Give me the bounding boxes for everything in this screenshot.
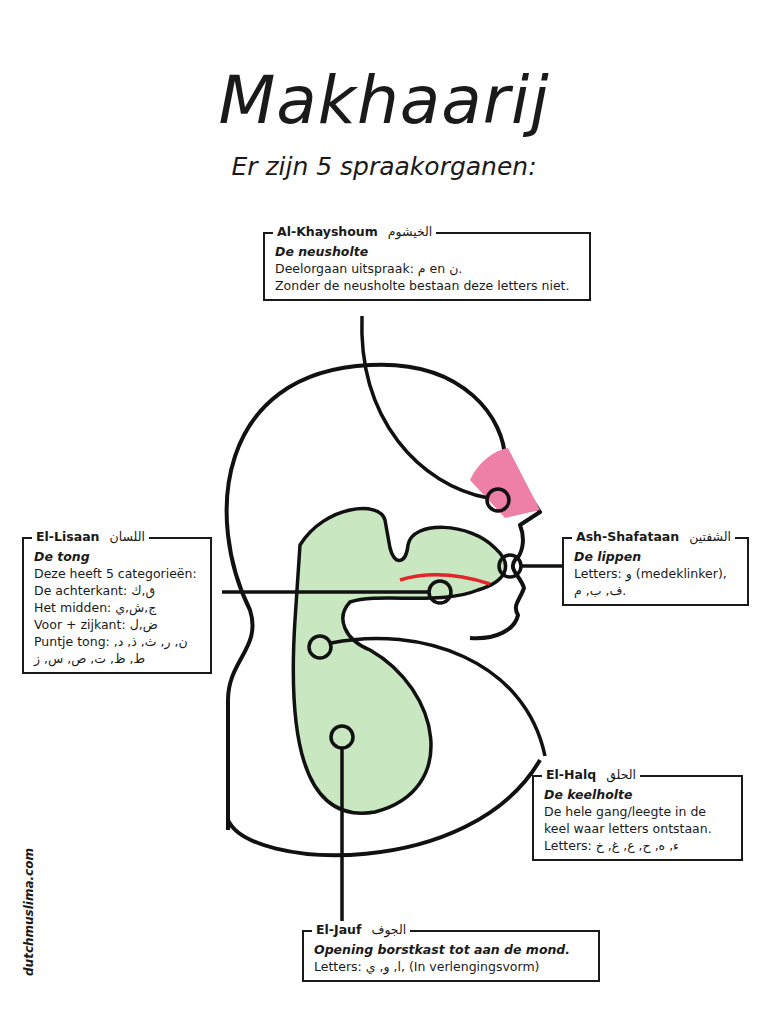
throat-leader [331, 638, 545, 756]
organ-detail: Letters: و (medeklinker), ف, ب, م. [574, 565, 739, 599]
callout-heading-row: Ash-Shafataan الشفتين [572, 528, 735, 545]
organ-name: Ash-Shafataan [576, 528, 679, 545]
organ-name: El-Halq [546, 766, 596, 783]
chest-leader [340, 749, 344, 930]
callout-box: Al-KhayshoumالخيشومDe neusholteDeelorgaa… [263, 232, 591, 301]
nose-point [487, 489, 509, 511]
nose-leader [362, 316, 488, 498]
callout-heading-row: El-Lisaan اللسان [32, 528, 149, 545]
organ-detail: Letters: ا, و, ي, (In verlengingsvorm) [314, 958, 590, 975]
organ-detail: Letters: ء, ه, ح, ع, غ, خ [544, 837, 733, 854]
nose-area [470, 448, 540, 518]
organ-detail: Zonder de neusholte bestaan deze letters… [275, 277, 581, 294]
callout-box: El-JaufالجوفOpening borstkast tot aan de… [302, 930, 600, 982]
throat-point [309, 636, 331, 658]
organ-name-arabic: الشفتين [689, 528, 731, 545]
organ-description: De lippen [574, 548, 739, 565]
lips-leader [521, 564, 562, 568]
tongue-leader [222, 590, 428, 594]
tongue-point [429, 581, 451, 603]
page-title: Makhaarij [0, 62, 768, 139]
organ-detail: Deze heeft 5 categorieën: [34, 565, 202, 582]
organ-name: El-Jauf [316, 921, 361, 938]
organ-detail: De hele gang/leegte in de keel waar lett… [544, 803, 733, 837]
organ-name: Al-Khayshoum [277, 223, 378, 240]
organ-detail: De achterkant: ق,ك [34, 582, 202, 599]
page-subtitle: Er zijn 5 spraakorganen: [0, 152, 768, 181]
organ-name-arabic: اللسان [109, 528, 145, 545]
lips-point [499, 555, 521, 577]
organ-description: De tong [34, 548, 202, 565]
callout-heading-row: El-Jauf الجوف [312, 921, 410, 938]
callout-box: El-LisaanاللسانDe tongDeze heeft 5 categ… [22, 537, 212, 674]
organ-name-arabic: الجوف [371, 921, 406, 938]
chest-point [331, 726, 353, 748]
organ-name-arabic: الخيشوم [388, 223, 432, 240]
organ-description: De neusholte [275, 243, 581, 260]
organ-detail: Voor + zijkant: ض,ل [34, 616, 202, 633]
organ-description: Opening borstkast tot aan de mond. [314, 941, 590, 958]
organ-detail: Puntje tong: ن, ر, ث, ذ, د, ط, ظ, ت, ص, … [34, 633, 202, 667]
head-outline [227, 365, 540, 830]
organ-detail: Deelorgaan uitspraak: م en ن. [275, 260, 581, 277]
callout-box: El-HalqالحلقDe keelholteDe hele gang/lee… [532, 775, 743, 861]
organ-description: De keelholte [544, 786, 733, 803]
organ-name-arabic: الحلق [606, 766, 636, 783]
callout-box: Ash-ShafataanالشفتينDe lippenLetters: و … [562, 537, 749, 606]
organ-detail: Het midden: ج,ش,ي [34, 599, 202, 616]
organ-name: El-Lisaan [36, 528, 99, 545]
callout-heading-row: El-Halq الحلق [542, 766, 640, 783]
callout-heading-row: Al-Khayshoum الخيشوم [273, 223, 436, 240]
watermark: dutchmuslima.com [22, 847, 36, 977]
